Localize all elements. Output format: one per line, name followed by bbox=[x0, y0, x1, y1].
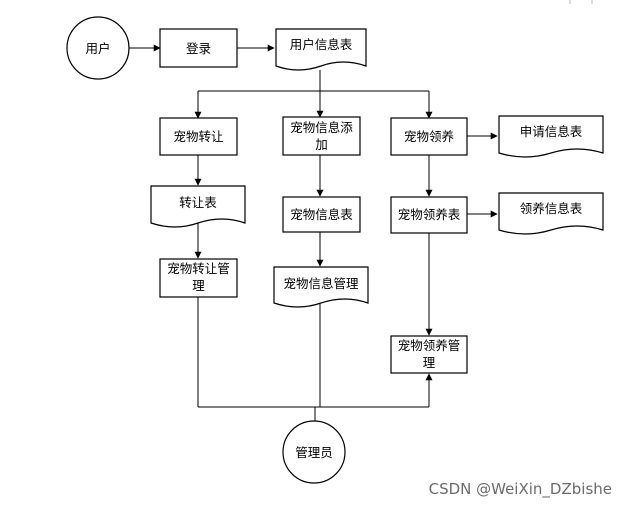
node-apply-info-table: 申请信息表 bbox=[498, 115, 604, 158]
node-pet-transfer-label: 宠物转让 bbox=[173, 129, 223, 144]
node-adopt-table: 宠物领养表 bbox=[390, 196, 468, 234]
node-pet-info-manage-label: 宠物信息管理 bbox=[283, 276, 359, 291]
node-login-label: 登录 bbox=[186, 41, 211, 56]
node-pet-info-table: 宠物信息表 bbox=[282, 196, 361, 233]
node-pet-info-add-label-line1: 宠物信息添 bbox=[290, 120, 353, 135]
node-adopt-info-table-label: 领养信息表 bbox=[520, 201, 583, 216]
node-login: 登录 bbox=[159, 28, 238, 68]
node-pet-info-table-label: 宠物信息表 bbox=[290, 207, 353, 222]
node-adopt-manage-label-line1: 宠物领养管 bbox=[398, 338, 461, 353]
node-adopt-info-table: 领养信息表 bbox=[498, 192, 604, 235]
node-user-info-table-label: 用户信息表 bbox=[290, 37, 353, 52]
node-adopt-table-label: 宠物领养表 bbox=[398, 207, 461, 222]
node-pet-transfer: 宠物转让 bbox=[159, 117, 238, 156]
node-admin-label: 管理员 bbox=[295, 445, 333, 460]
node-pet-info-add: 宠物信息添 加 bbox=[282, 116, 361, 156]
node-transfer-manage-label-line2: 理 bbox=[192, 278, 205, 293]
node-admin: 管理员 bbox=[282, 420, 346, 484]
node-user-label: 用户 bbox=[85, 41, 110, 56]
node-apply-info-table-label: 申请信息表 bbox=[520, 124, 583, 139]
node-adopt-manage-label-line2: 理 bbox=[423, 355, 436, 370]
node-transfer-manage-label-line1: 宠物转让管 bbox=[167, 261, 230, 276]
node-transfer-table: 转让表 bbox=[150, 185, 246, 228]
node-user-info-table: 用户信息表 bbox=[275, 28, 367, 71]
node-transfer-table-label: 转让表 bbox=[179, 195, 217, 210]
node-user: 用户 bbox=[66, 16, 130, 80]
node-transfer-manage: 宠物转让管 理 bbox=[159, 258, 238, 298]
watermark-text: CSDN @WeiXin_DZbishe bbox=[429, 480, 612, 499]
node-adopt-manage: 宠物领养管 理 bbox=[390, 335, 468, 374]
node-pet-info-manage: 宠物信息管理 bbox=[273, 266, 369, 308]
node-pet-info-add-label-line2: 加 bbox=[315, 137, 328, 152]
node-pet-adopt: 宠物领养 bbox=[390, 117, 468, 156]
edges bbox=[129, 44, 498, 422]
node-pet-adopt-label: 宠物领养 bbox=[404, 129, 454, 144]
